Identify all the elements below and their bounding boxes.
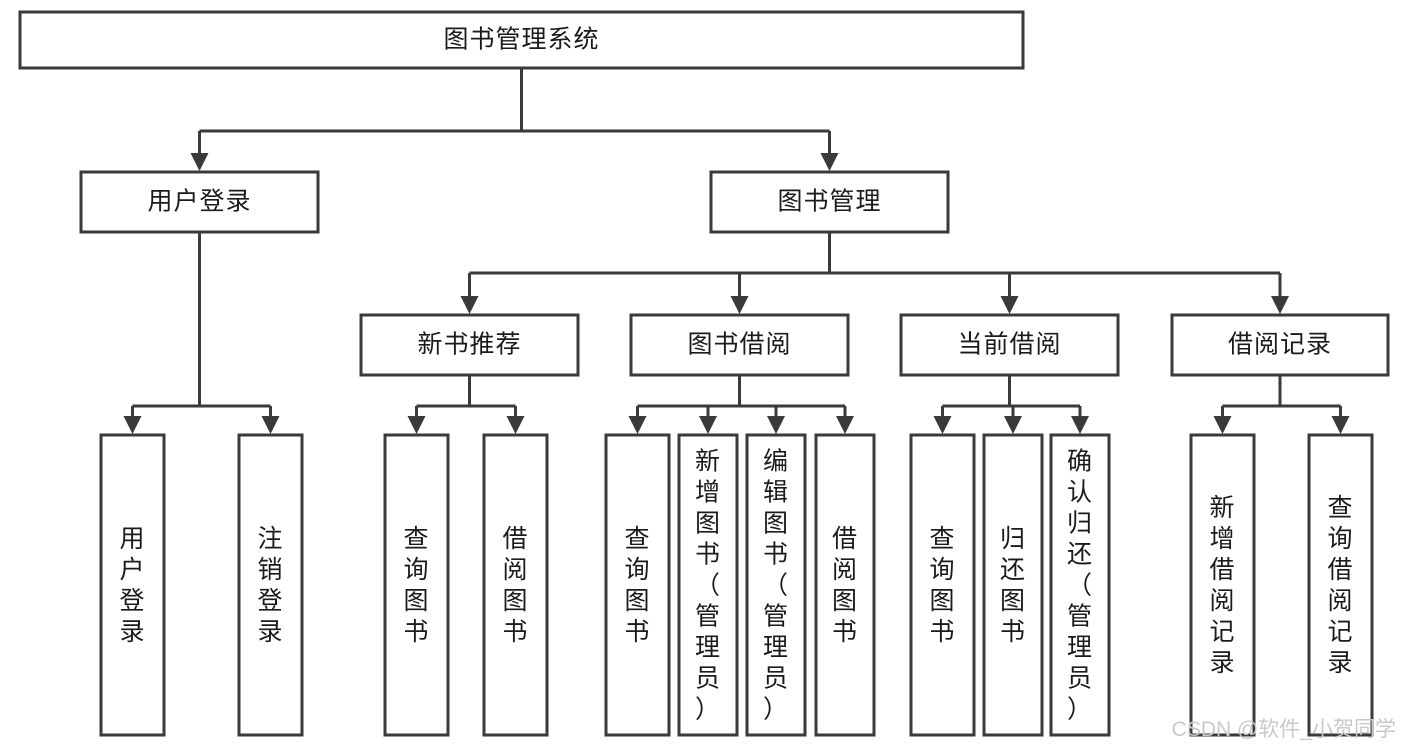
node-layer: 图书管理系统用户登录图书管理新书推荐图书借阅当前借阅借阅记录用户登录注销登录查询…: [18, 10, 1390, 737]
node-leaf-recommend-borrow-book[interactable]: 借阅图书: [482, 433, 549, 737]
borrow-record-to-leaves-arrow-1: [1331, 416, 1350, 434]
node-label-leaf-recommend-query-book: 查询图书: [403, 525, 429, 646]
node-box-borrow-record: [1170, 313, 1390, 377]
node-box-leaf-user-login: [99, 433, 166, 737]
node-box-book-borrow: [629, 313, 850, 377]
node-root[interactable]: 图书管理系统: [18, 10, 1025, 70]
node-box-leaf-current-confirm-return: [1049, 433, 1111, 737]
new-book-recommend-to-leaves-arrow-1: [506, 416, 525, 434]
node-box-new-book-recommend: [359, 313, 580, 377]
node-leaf-borrow-edit-book[interactable]: 编辑图书（管理员）: [745, 433, 807, 737]
node-leaf-current-query-book[interactable]: 查询图书: [909, 433, 976, 737]
node-label-leaf-current-confirm-return: 确认归还（管理员）: [1067, 448, 1093, 724]
node-label-leaf-current-query-book: 查询图书: [929, 525, 955, 646]
node-box-leaf-user-logout: [237, 433, 304, 737]
book-borrow-to-leaves-arrow-3: [836, 416, 854, 434]
node-user-login[interactable]: 用户登录: [79, 170, 320, 234]
bookmgmt-to-level3-arrow-2: [1000, 296, 1019, 314]
node-label-leaf-user-logout: 注销登录: [257, 525, 283, 646]
node-box-leaf-record-query: [1307, 433, 1374, 737]
node-label-new-book-recommend: 新书推荐: [417, 331, 521, 359]
node-label-book-management: 图书管理: [777, 188, 881, 216]
node-label-leaf-borrow-add-book: 新增图书（管理员）: [695, 448, 721, 724]
current-borrow-to-leaves-arrow-0: [933, 416, 952, 434]
node-label-leaf-current-return-book: 归还图书: [1000, 525, 1026, 646]
node-label-user-login: 用户登录: [147, 188, 251, 216]
node-label-borrow-record: 借阅记录: [1228, 331, 1332, 359]
node-box-user-login: [79, 170, 320, 234]
node-leaf-record-query[interactable]: 查询借阅记录: [1307, 433, 1374, 737]
new-book-recommend-to-leaves-arrow-0: [407, 416, 426, 434]
node-leaf-user-login[interactable]: 用户登录: [99, 433, 166, 737]
node-leaf-borrow-borrow-book[interactable]: 借阅图书: [814, 433, 876, 737]
node-label-leaf-record-query: 查询借阅记录: [1327, 494, 1353, 677]
node-label-current-borrow: 当前借阅: [957, 331, 1061, 359]
node-new-book-recommend[interactable]: 新书推荐: [359, 313, 580, 377]
node-leaf-current-confirm-return[interactable]: 确认归还（管理员）: [1049, 433, 1111, 737]
node-current-borrow[interactable]: 当前借阅: [899, 313, 1120, 377]
node-box-leaf-current-return-book: [982, 433, 1044, 737]
bookmgmt-to-level3-arrow-1: [730, 296, 749, 314]
node-label-leaf-user-login: 用户登录: [119, 525, 145, 646]
node-box-root: [18, 10, 1025, 70]
current-borrow-to-leaves-arrow-1: [1004, 416, 1022, 434]
current-borrow-to-leaves-arrow-2: [1071, 416, 1089, 434]
node-label-root: 图书管理系统: [443, 26, 599, 54]
node-box-leaf-borrow-borrow-book: [814, 433, 876, 737]
node-label-book-borrow: 图书借阅: [687, 331, 791, 359]
node-label-leaf-recommend-borrow-book: 借阅图书: [502, 525, 528, 646]
node-label-leaf-borrow-borrow-book: 借阅图书: [832, 525, 858, 646]
node-borrow-record[interactable]: 借阅记录: [1170, 313, 1390, 377]
user-login-to-leaves-arrow-1: [261, 416, 280, 434]
node-box-leaf-borrow-add-book: [677, 433, 739, 737]
node-label-leaf-borrow-edit-book: 编辑图书（管理员）: [763, 448, 789, 724]
node-book-management[interactable]: 图书管理: [709, 170, 950, 234]
node-box-leaf-recommend-query-book: [383, 433, 450, 737]
root-to-level2-arrow-1: [820, 153, 839, 171]
bookmgmt-to-level3-arrow-3: [1271, 296, 1289, 314]
node-box-leaf-recommend-borrow-book: [482, 433, 549, 737]
node-box-current-borrow: [899, 313, 1120, 377]
borrow-record-to-leaves-arrow-0: [1213, 416, 1232, 434]
connector-layer: [123, 68, 1350, 434]
book-borrow-to-leaves-arrow-2: [767, 416, 785, 434]
node-leaf-recommend-query-book[interactable]: 查询图书: [383, 433, 450, 737]
user-login-to-leaves-arrow-0: [123, 416, 142, 434]
node-box-leaf-borrow-query-book: [604, 433, 671, 737]
node-book-borrow[interactable]: 图书借阅: [629, 313, 850, 377]
node-box-leaf-borrow-edit-book: [745, 433, 807, 737]
node-leaf-borrow-query-book[interactable]: 查询图书: [604, 433, 671, 737]
root-to-level2-arrow-0: [190, 153, 209, 171]
node-leaf-current-return-book[interactable]: 归还图书: [982, 433, 1044, 737]
node-leaf-user-logout[interactable]: 注销登录: [237, 433, 304, 737]
node-box-book-management: [709, 170, 950, 234]
node-box-leaf-record-add: [1189, 433, 1256, 737]
node-label-leaf-record-add: 新增借阅记录: [1209, 494, 1235, 677]
bookmgmt-to-level3-arrow-0: [460, 296, 479, 314]
book-borrow-to-leaves-arrow-1: [699, 416, 717, 434]
node-leaf-borrow-add-book[interactable]: 新增图书（管理员）: [677, 433, 739, 737]
csdn-watermark: CSDN @软件_小贺同学: [1172, 718, 1396, 741]
node-leaf-record-add[interactable]: 新增借阅记录: [1189, 433, 1256, 737]
book-borrow-to-leaves-arrow-0: [628, 416, 647, 434]
node-box-leaf-current-query-book: [909, 433, 976, 737]
node-label-leaf-borrow-query-book: 查询图书: [624, 525, 650, 646]
